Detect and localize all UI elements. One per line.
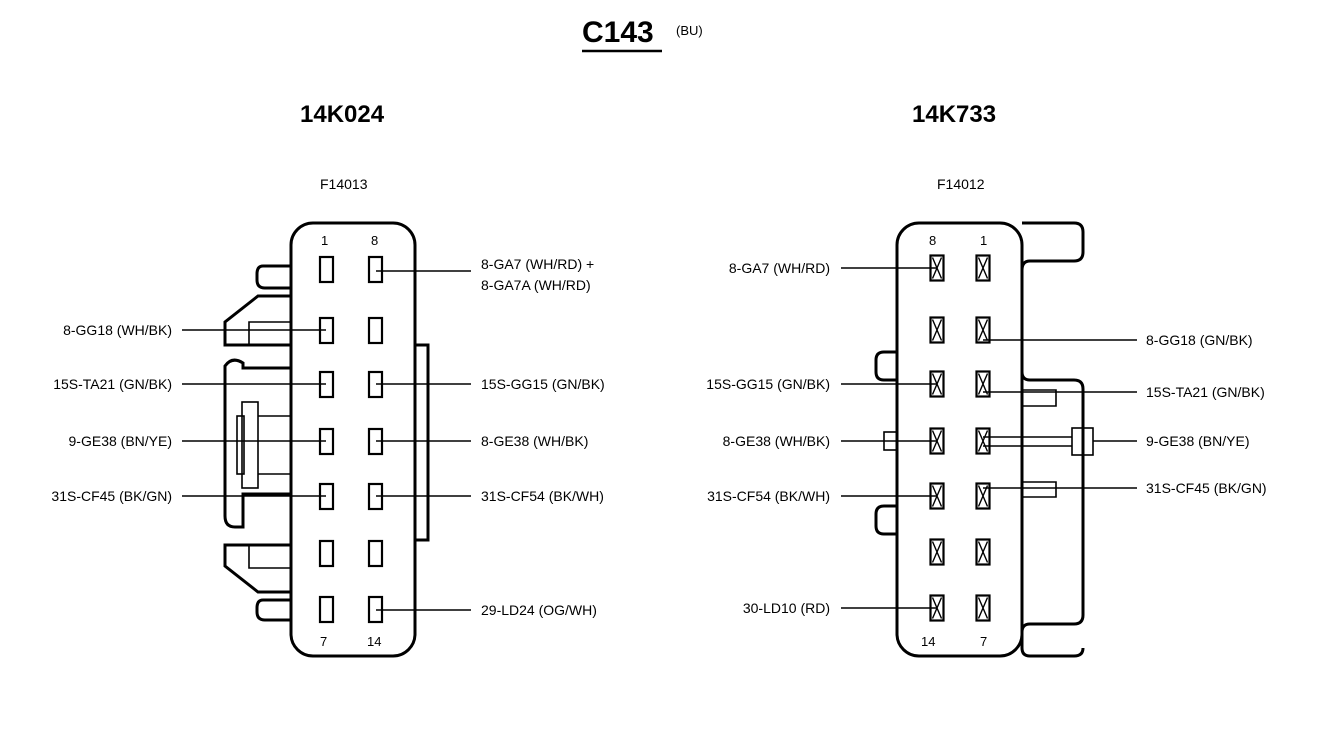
pin-cavity-x-mark <box>977 319 989 341</box>
pin-cavity-group <box>929 254 991 622</box>
circuit-label: 15S-TA21 (GN/BK) <box>53 376 172 392</box>
shoulder-inner-lower <box>248 545 291 569</box>
part-number: F14013 <box>320 176 368 192</box>
pin-number-14: 14 <box>367 634 381 649</box>
pin-number-8: 8 <box>929 233 936 248</box>
pin-number-14: 14 <box>921 634 935 649</box>
housing-bump <box>874 504 897 536</box>
connector-14k733: 14K733 F14012 8 1 14 7 8-GA7 (W <box>706 101 1267 658</box>
pin-number-7: 7 <box>980 634 987 649</box>
pin-cavity <box>318 595 335 624</box>
circuit-label: 8-GE38 (WH/BK) <box>723 433 830 449</box>
pin-cavity-x-mark <box>931 541 943 563</box>
circuit-label: 8-GA7 (WH/RD) + <box>481 256 594 272</box>
color-code: (BU) <box>676 23 703 38</box>
pin-cavity-x-mark <box>977 430 989 452</box>
circuit-label: 8-GE38 (WH/BK) <box>481 433 588 449</box>
circuit-label: 8-GG18 (WH/BK) <box>63 322 172 338</box>
pin-cavity-x-mark <box>977 373 989 395</box>
connector-housing <box>895 221 1024 658</box>
pin-number-1: 1 <box>321 233 328 248</box>
housing-rail <box>415 343 430 542</box>
pin-cavity <box>367 255 384 284</box>
pin-cavity <box>318 255 335 284</box>
pin-cavity <box>367 539 384 568</box>
pin-cavity <box>318 539 335 568</box>
circuit-label: 8-GA7A (WH/RD) <box>481 277 591 293</box>
latch-tab <box>255 264 291 290</box>
pin-cavity-x-mark <box>977 541 989 563</box>
circuit-label: 15S-GG15 (GN/BK) <box>481 376 605 392</box>
housing-shoulder-lower <box>223 543 291 594</box>
circuit-label: 29-LD24 (OG/WH) <box>481 602 597 618</box>
lock-arm <box>223 358 291 529</box>
connector-14k024: 14K024 F14013 1 8 7 14 <box>51 101 605 658</box>
circuit-label: 31S-CF45 (BK/GN) <box>1146 480 1267 496</box>
latch-tab-lower <box>255 598 291 622</box>
pin-cavity-x-mark <box>931 319 943 341</box>
housing-shoulder <box>223 294 291 347</box>
pin-cavity-x-mark <box>977 485 989 507</box>
circuit-label: 9-GE38 (BN/YE) <box>69 433 172 449</box>
housing-guide <box>1022 389 1057 498</box>
pin-number-8: 8 <box>371 233 378 248</box>
part-number: F14012 <box>937 176 985 192</box>
circuit-label: 9-GE38 (BN/YE) <box>1146 433 1249 449</box>
circuit-label: 30-LD10 (RD) <box>743 600 830 616</box>
circuit-label: 8-GA7 (WH/RD) <box>729 260 830 276</box>
pin-cavity-x-mark <box>977 597 989 619</box>
pin-number-1: 1 <box>980 233 987 248</box>
housing-bump <box>874 350 897 382</box>
circuit-label: 8-GG18 (GN/BK) <box>1146 332 1253 348</box>
connector-housing <box>289 221 417 658</box>
circuit-label: 15S-TA21 (GN/BK) <box>1146 384 1265 400</box>
circuit-label: 31S-CF45 (BK/GN) <box>51 488 172 504</box>
lock-latch-link <box>258 415 291 475</box>
lock-latch-inner <box>236 415 245 475</box>
shoulder-inner <box>248 321 291 345</box>
circuit-label: 15S-GG15 (GN/BK) <box>706 376 830 392</box>
connector-heading: 14K024 <box>300 101 385 128</box>
circuit-label: 31S-CF54 (BK/WH) <box>481 488 604 504</box>
pin-cavity-x-mark <box>977 257 989 279</box>
pin-cavity <box>367 316 384 345</box>
circuit-label: 31S-CF54 (BK/WH) <box>707 488 830 504</box>
lock-latch <box>241 401 259 489</box>
diagram-title: C143 <box>582 16 654 49</box>
pin-number-7: 7 <box>320 634 327 649</box>
connector-heading: 14K733 <box>912 101 996 128</box>
housing-skirt <box>1020 221 1085 658</box>
